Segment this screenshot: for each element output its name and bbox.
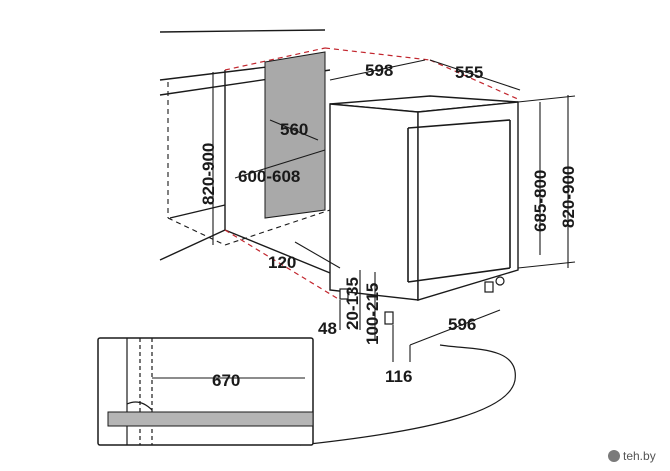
dim-niche-width: 600-608 [238,167,300,186]
niche-back-panel [264,51,326,219]
dim-gap-48: 48 [318,319,337,338]
dim-width-front: 596 [448,315,476,334]
dim-niche-height: 820-900 [199,143,218,205]
dim-appliance-height-max: 820-900 [559,166,578,228]
dim-depth-top: 555 [455,63,483,82]
dashed-guides [224,47,521,301]
dishwasher-feet [339,276,505,325]
watermark: teh.by [608,449,656,463]
dim-foot-depth: 116 [385,367,412,386]
dim-door-swing: 670 [212,371,240,390]
dim-kick-height: 120 [268,253,296,272]
dishwasher-door [407,119,511,283]
watermark-logo-icon [608,450,620,462]
dim-width-top: 598 [365,61,393,80]
dim-appliance-height: 685-800 [531,170,550,232]
dim-foot-mid: 100-215 [363,283,382,345]
dimension-lines [212,59,576,362]
detail-inset: 670 [97,337,314,446]
dim-niche-depth: 560 [280,120,308,139]
callout-curve [299,344,516,446]
dim-foot-low: 20-135 [343,277,362,330]
dishwasher-body [329,95,519,301]
watermark-text: teh.by [623,449,656,463]
dashed-niche [167,82,331,246]
